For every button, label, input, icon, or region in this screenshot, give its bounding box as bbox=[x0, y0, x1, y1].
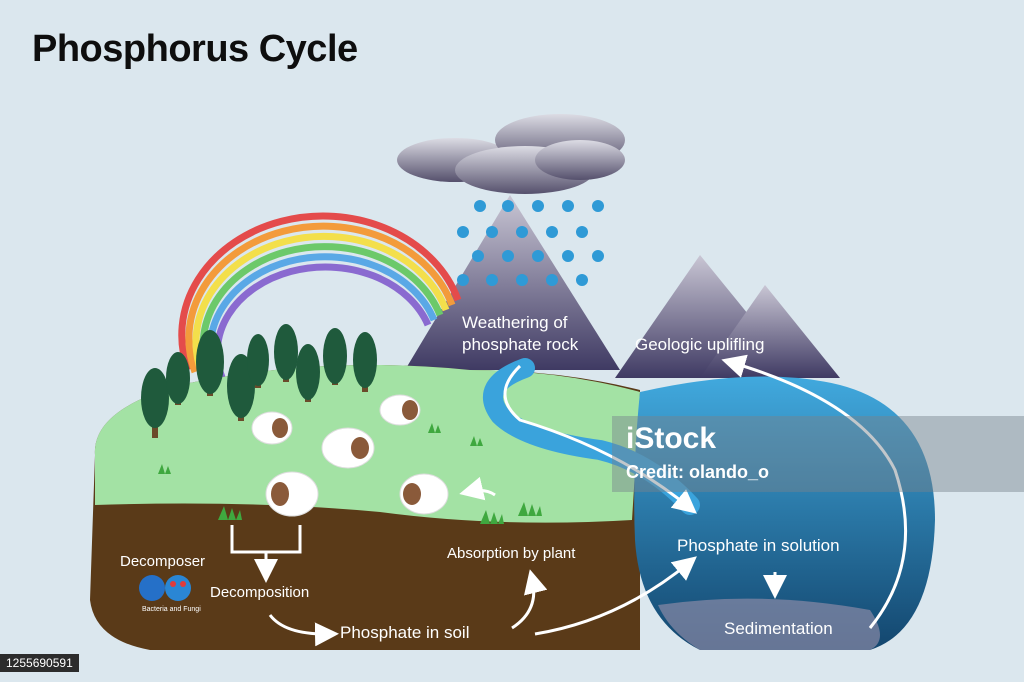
watermark: iStock Credit: olando_o bbox=[612, 416, 1024, 492]
sheep-flock bbox=[251, 394, 449, 517]
sheep bbox=[265, 471, 319, 517]
grass-tufts bbox=[158, 423, 542, 524]
sheep bbox=[399, 473, 449, 515]
decomposer-sublabel: Bacteria and Fungi bbox=[142, 606, 201, 613]
sheep bbox=[379, 394, 421, 426]
decomposition-arrow bbox=[230, 525, 302, 574]
cycle-arrows bbox=[230, 354, 908, 647]
sheep bbox=[251, 411, 293, 445]
page-title: Phosphorus Cycle bbox=[32, 28, 358, 70]
decomposer-icon bbox=[139, 575, 191, 601]
sheep bbox=[321, 427, 375, 469]
to-soil-arrow bbox=[268, 614, 339, 647]
trees bbox=[141, 324, 377, 438]
absorption-label: Absorption by plant bbox=[447, 545, 576, 562]
decomposer-label: Decomposer bbox=[120, 553, 206, 570]
stock-id: 1255690591 bbox=[0, 654, 79, 672]
cloud bbox=[397, 114, 625, 194]
weathering-arrow bbox=[503, 364, 697, 514]
mountain-main bbox=[405, 195, 620, 370]
absorption-arrow bbox=[511, 569, 548, 630]
soil-to-solution-arrow bbox=[534, 556, 697, 636]
watermark-credit: Credit: olando_o bbox=[626, 462, 769, 482]
watermark-brand: iStock bbox=[626, 422, 717, 455]
island bbox=[90, 358, 935, 650]
ocean bbox=[634, 376, 935, 650]
decomposition-label: Decomposition bbox=[210, 584, 310, 601]
weathering-label-line2: phosphate rock bbox=[462, 335, 579, 354]
soil-label: Phosphate in soil bbox=[340, 623, 470, 642]
uplifting-arrow bbox=[721, 354, 908, 629]
river bbox=[483, 358, 700, 515]
weathering-label-line1: Weathering of bbox=[462, 313, 568, 332]
plant-to-sheep-arrow bbox=[459, 476, 496, 501]
sediment-layer bbox=[658, 598, 880, 650]
solution-label: Phosphate in solution bbox=[677, 536, 840, 555]
uplifting-label: Geologic uplifling bbox=[635, 335, 765, 354]
raindrops bbox=[457, 200, 604, 286]
sedimentation-label: Sedimentation bbox=[724, 619, 833, 638]
